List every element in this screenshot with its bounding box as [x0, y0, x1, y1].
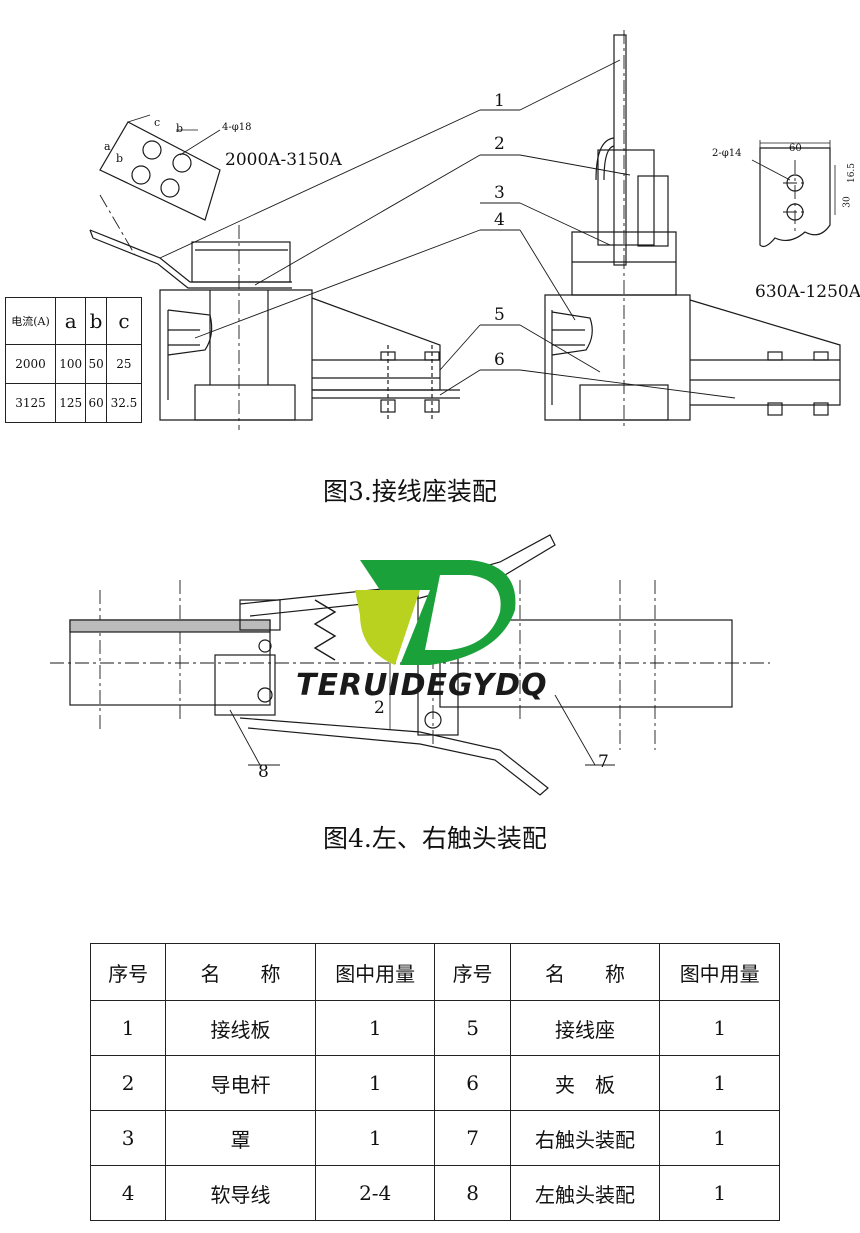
cell: 接线板	[165, 1000, 316, 1056]
col-header-name-2: 名 称	[509, 943, 661, 1001]
cell: 1	[659, 1000, 780, 1056]
callout-1: 1	[494, 91, 505, 111]
label-630a-1250a: 630A-1250A	[755, 282, 860, 302]
teruide-logo	[355, 560, 516, 665]
col-header-qty: 图中用量	[314, 943, 436, 1001]
table-row: 4 软导线 2-4 8 左触头装配 1	[89, 1165, 780, 1221]
callout-6: 6	[494, 350, 505, 370]
table-row: 3 罩 1 7 右触头装配 1	[89, 1110, 780, 1166]
table-row: 1 接线板 1 5 接线座 1	[89, 1000, 780, 1056]
dim-table-cell: 3125	[4, 383, 57, 423]
cell: 1	[314, 1055, 436, 1111]
cell: 3	[89, 1110, 167, 1166]
cell: 5	[434, 1000, 511, 1056]
dim-table-row: 3125 125 60 32.5	[4, 383, 143, 423]
callout-8: 8	[258, 762, 269, 782]
cell: 软导线	[165, 1165, 316, 1221]
dim-table-header-a: a	[55, 297, 87, 345]
hole-spec-small: 2-φ14	[712, 148, 742, 159]
gap-bottom-dim: 2	[374, 698, 385, 718]
table-row: 2 导电杆 1 6 夹 板 1	[89, 1055, 780, 1111]
cell: 6	[434, 1055, 511, 1111]
dim-table-cell: 125	[55, 383, 87, 423]
cell: 1	[314, 1000, 436, 1056]
col-header-no: 序号	[89, 943, 167, 1001]
label-2000a-3150a: 2000A-3150A	[225, 150, 342, 170]
dim-60: 60	[789, 143, 802, 154]
dim-table-cell: 32.5	[105, 383, 143, 423]
cell: 4	[89, 1165, 167, 1221]
plate-detail-large	[99, 114, 221, 221]
hole-spec-large: 4-φ18	[222, 122, 252, 133]
plate-detail-small	[751, 140, 836, 248]
right-terminal-assembly	[544, 34, 841, 421]
dim-b-vertical: b	[116, 152, 124, 165]
cell: 夹 板	[509, 1055, 661, 1111]
parts-table: 序号 名 称 图中用量 序号 名 称 图中用量 1 接线板 1 5 接线座 1 …	[89, 943, 780, 1221]
fig3-caption: 图3.接线座装配	[323, 477, 497, 506]
cell: 接线座	[509, 1000, 661, 1056]
fig3-centerlines	[99, 30, 808, 430]
cell: 导电杆	[165, 1055, 316, 1111]
cell: 1	[659, 1055, 780, 1111]
cell: 右触头装配	[509, 1110, 661, 1166]
cell: 1	[659, 1165, 780, 1221]
callout-3: 3	[494, 183, 505, 203]
fig3-leaders	[159, 59, 736, 399]
cell: 2	[89, 1055, 167, 1111]
dim-table-cell: 2000	[4, 344, 57, 384]
dim-b-horizontal: b	[176, 122, 184, 135]
callout-4: 4	[494, 210, 505, 230]
fig4-caption: 图4.左、右触头装配	[323, 824, 547, 853]
dim-c: c	[154, 116, 161, 129]
cell: 1	[659, 1110, 780, 1166]
cell: 1	[89, 1000, 167, 1056]
fig3-drawing	[89, 30, 841, 430]
col-header-qty-2: 图中用量	[659, 943, 780, 1001]
dim-table-header-b: b	[85, 297, 107, 345]
dimension-table: 电流(A) a b c 2000 100 50 25 3125 125 60 3…	[4, 297, 143, 423]
dim-table-cell: 60	[85, 383, 107, 423]
callout-7: 7	[598, 752, 609, 772]
cell: 1	[314, 1110, 436, 1166]
left-terminal-assembly	[89, 229, 460, 421]
col-header-name: 名 称	[165, 943, 316, 1001]
callout-5: 5	[494, 305, 505, 325]
parts-table-header-row: 序号 名 称 图中用量 序号 名 称 图中用量	[89, 943, 780, 1001]
cell: 7	[434, 1110, 511, 1166]
dim-a: a	[104, 140, 111, 153]
col-header-no-2: 序号	[434, 943, 511, 1001]
cell: 左触头装配	[509, 1165, 661, 1221]
cell: 罩	[165, 1110, 316, 1166]
dim-table-cell: 25	[105, 344, 143, 384]
dim-table-row: 2000 100 50 25	[4, 344, 143, 384]
cell: 8	[434, 1165, 511, 1221]
callout-2: 2	[494, 134, 505, 154]
watermark-text: TERUIDEGYDQ	[296, 668, 548, 703]
cell: 2-4	[314, 1165, 436, 1221]
